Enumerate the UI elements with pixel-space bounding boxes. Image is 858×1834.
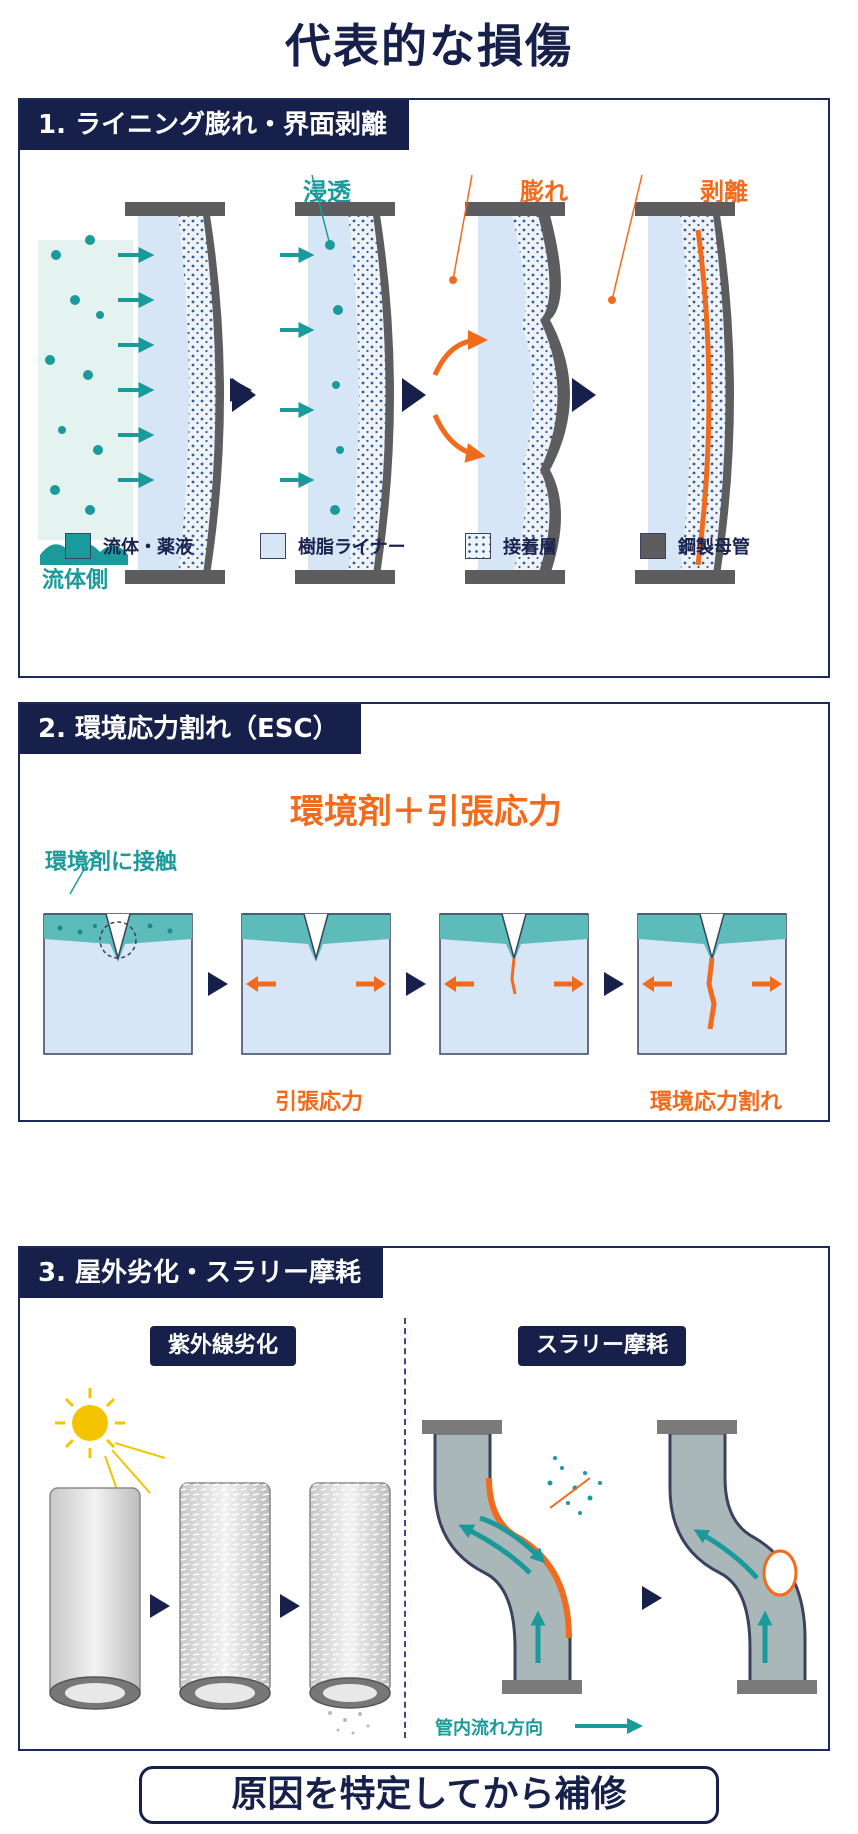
- legend-fluid-label: 流体・薬液: [103, 537, 193, 558]
- legend-fluid: 流体・薬液: [65, 532, 193, 560]
- label-permeation: 浸透: [303, 178, 351, 206]
- label-peeling: 剥離: [700, 178, 748, 206]
- panel-outdoor-slurry: 3. 屋外劣化・スラリー摩耗 紫外線劣化 スラリー摩耗: [18, 1246, 830, 1751]
- flow-direction-arrow: [575, 1718, 643, 1734]
- legend-steel-label: 鋼製母管: [678, 537, 750, 558]
- uv-degradation-diagram: [49, 1388, 391, 1735]
- label-esc-crack: 環境応力割れ: [650, 1090, 783, 1115]
- page-title: 代表的な損傷: [285, 19, 573, 73]
- section2-heading: 2. 環境応力割れ（ESC）: [20, 704, 361, 754]
- legend-steel-swatch: [640, 533, 666, 559]
- badge-uv-degradation: 紫外線劣化: [150, 1326, 297, 1366]
- label-blister: 膨れ: [520, 178, 568, 206]
- label-flow-direction: 管内流れ方向: [435, 1718, 543, 1739]
- panel-lining-damage: 1. ライニング膨れ・界面剥離 浸透 膨れ 剥離 流体側: [18, 98, 830, 678]
- legend-liner: 樹脂ライナー: [260, 532, 406, 560]
- panel-esc: 2. 環境応力割れ（ESC） 環境剤＋引張応力 環境剤に接触 引張応力 環境応力…: [18, 702, 830, 1122]
- esc-formula: 環境剤＋引張応力: [290, 792, 562, 832]
- section1-heading: 1. ライニング膨れ・界面剥離: [20, 100, 410, 150]
- legend-adhesive-label: 接着層: [503, 537, 557, 558]
- material-legend: 流体・薬液 樹脂ライナー 接着層 鋼製母管: [65, 532, 825, 560]
- footer-message: 原因を特定してから補修: [139, 1766, 719, 1824]
- legend-adhesive-swatch: [465, 533, 491, 559]
- legend-fluid-swatch: [65, 533, 91, 559]
- esc-stage-diagram: [43, 858, 787, 1055]
- legend-liner-swatch: [260, 533, 286, 559]
- section3-heading: 3. 屋外劣化・スラリー摩耗: [20, 1248, 384, 1298]
- slurry-wear-diagram: [422, 1420, 817, 1694]
- legend-liner-label: 樹脂ライナー: [298, 537, 406, 558]
- legend-adhesive: 接着層: [465, 532, 557, 560]
- section3-divider: [404, 1318, 406, 1738]
- label-fluid-side: 流体側: [42, 568, 109, 593]
- legend-steel: 鋼製母管: [640, 532, 750, 560]
- label-contact: 環境剤に接触: [45, 850, 178, 875]
- badge-slurry-wear: スラリー摩耗: [518, 1326, 687, 1366]
- sun-icon: [55, 1388, 166, 1499]
- label-tensile-stress: 引張応力: [275, 1090, 364, 1115]
